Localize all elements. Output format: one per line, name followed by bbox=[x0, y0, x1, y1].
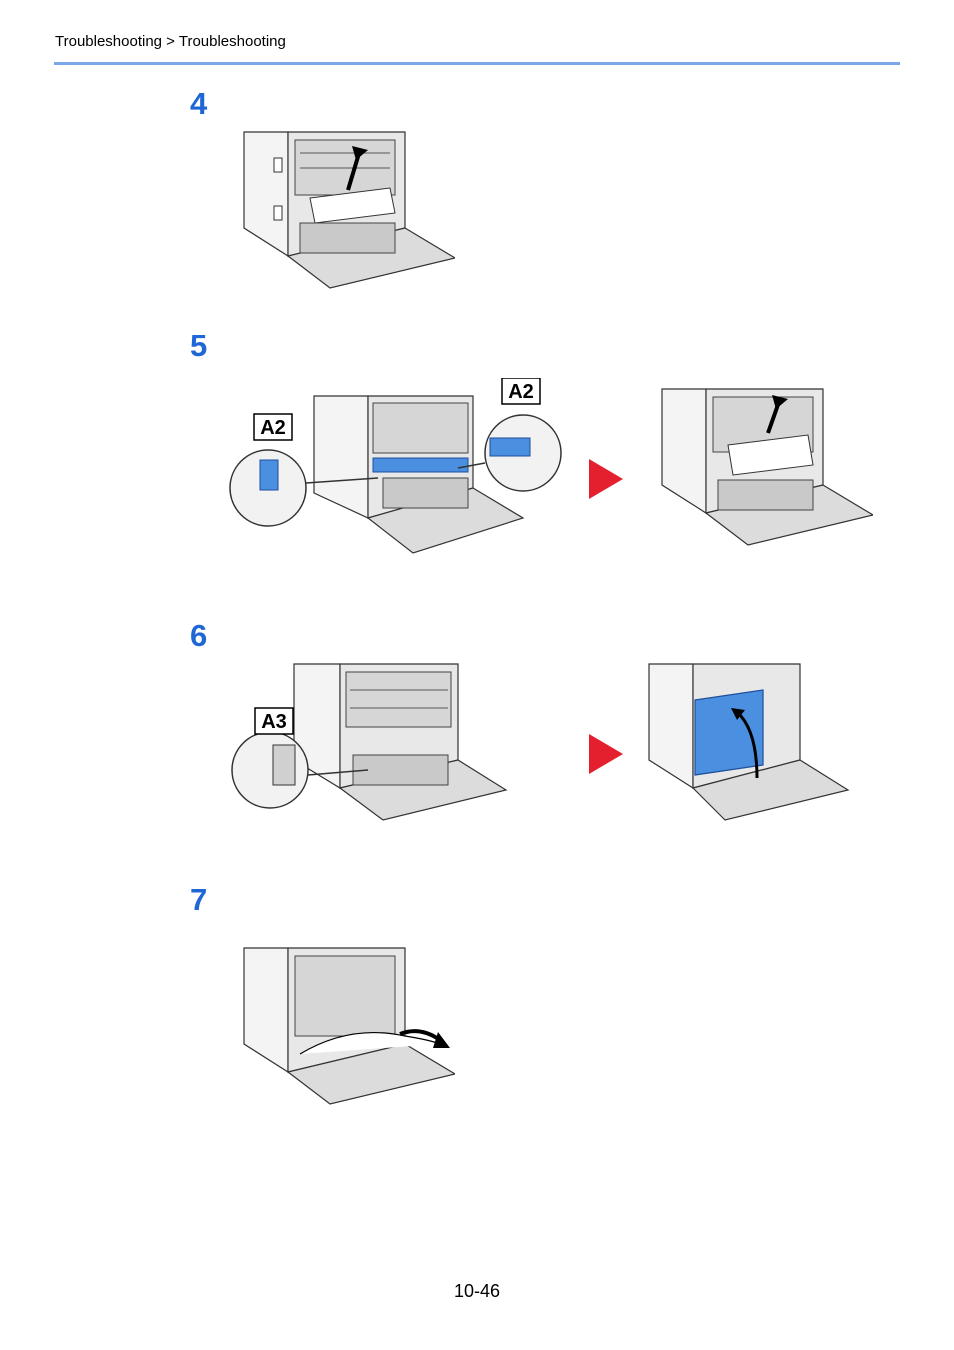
step-5-illustration-b bbox=[658, 385, 873, 547]
header-divider bbox=[54, 62, 900, 65]
callout-a2-right: A2 bbox=[508, 381, 534, 403]
step-5-illustration-a: A2 A2 bbox=[228, 378, 568, 556]
next-arrow-icon bbox=[589, 734, 623, 774]
step-number-5: 5 bbox=[190, 330, 207, 361]
step-number-7: 7 bbox=[190, 884, 207, 915]
step-6-illustration-b bbox=[645, 660, 850, 822]
callout-a2-left: A2 bbox=[260, 417, 286, 439]
step-4-illustration bbox=[240, 128, 455, 290]
step-number-4: 4 bbox=[190, 88, 207, 119]
step-number-6: 6 bbox=[190, 620, 207, 651]
next-arrow-icon bbox=[589, 459, 623, 499]
breadcrumb: Troubleshooting > Troubleshooting bbox=[55, 33, 286, 50]
callout-a3: A3 bbox=[261, 711, 287, 733]
step-6-illustration-a: A3 bbox=[228, 660, 508, 822]
step-7-illustration bbox=[240, 944, 455, 1106]
page-number: 10-46 bbox=[0, 1281, 954, 1302]
